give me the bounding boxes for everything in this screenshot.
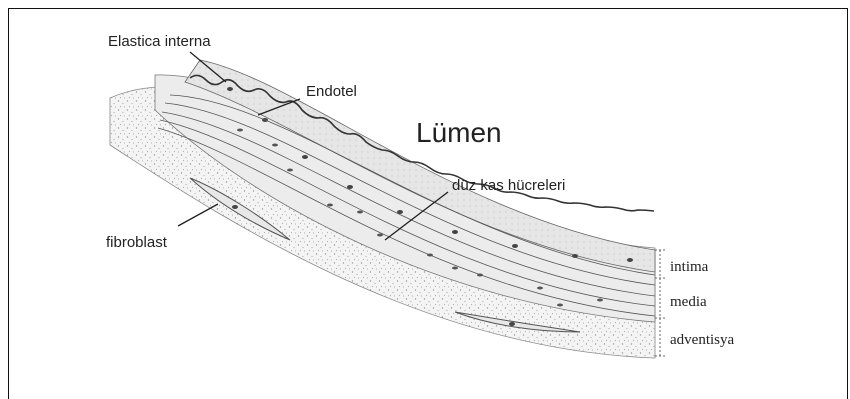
label-lumen: Lümen [416,117,502,148]
layer-brackets [655,250,665,356]
label-elastica-interna: Elastica interna [108,33,211,50]
label-intima: intima [670,259,709,275]
label-duz-kas: düz kas hücreleri [452,177,565,194]
label-endotel: Endotel [306,83,357,100]
label-adventisya: adventisya [670,332,734,348]
label-fibroblast: fibroblast [106,234,168,251]
label-media: media [670,294,707,310]
